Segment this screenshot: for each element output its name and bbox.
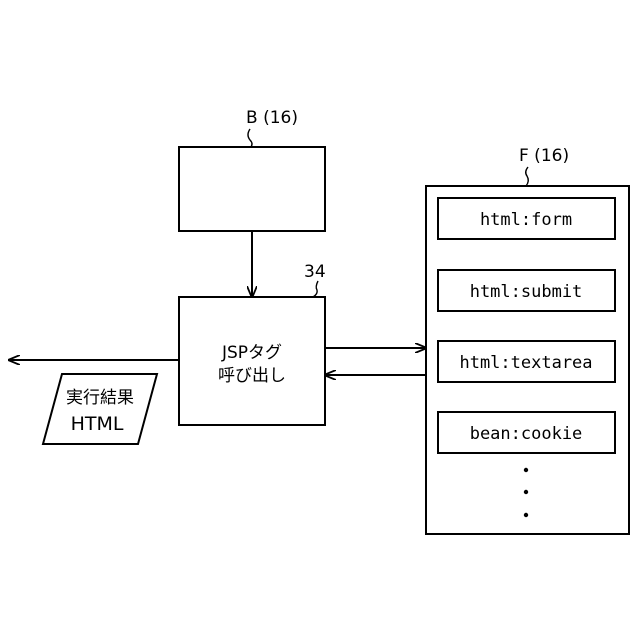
output-line2: HTML [71, 413, 124, 435]
b-leader [248, 129, 252, 148]
ellipsis-dot [524, 468, 528, 472]
b-label: B (16) [246, 108, 298, 128]
ellipsis-dot [524, 513, 528, 517]
f-item-label: bean:cookie [470, 424, 583, 444]
f-item-label: html:textarea [459, 353, 592, 373]
ref-34-label: 34 [304, 262, 326, 282]
ref-34-leader [313, 281, 318, 297]
ellipsis-dot [524, 490, 528, 494]
jsp-call-line1: JSPタグ [221, 343, 282, 363]
f-item-label: html:form [480, 210, 572, 230]
f-label: F (16) [519, 146, 569, 166]
b-box [179, 147, 325, 231]
output-line1: 実行結果 [66, 388, 134, 408]
f-leader [526, 167, 529, 186]
f-item-label: html:submit [470, 282, 583, 302]
jsp-call-line2: 呼び出し [218, 366, 286, 386]
